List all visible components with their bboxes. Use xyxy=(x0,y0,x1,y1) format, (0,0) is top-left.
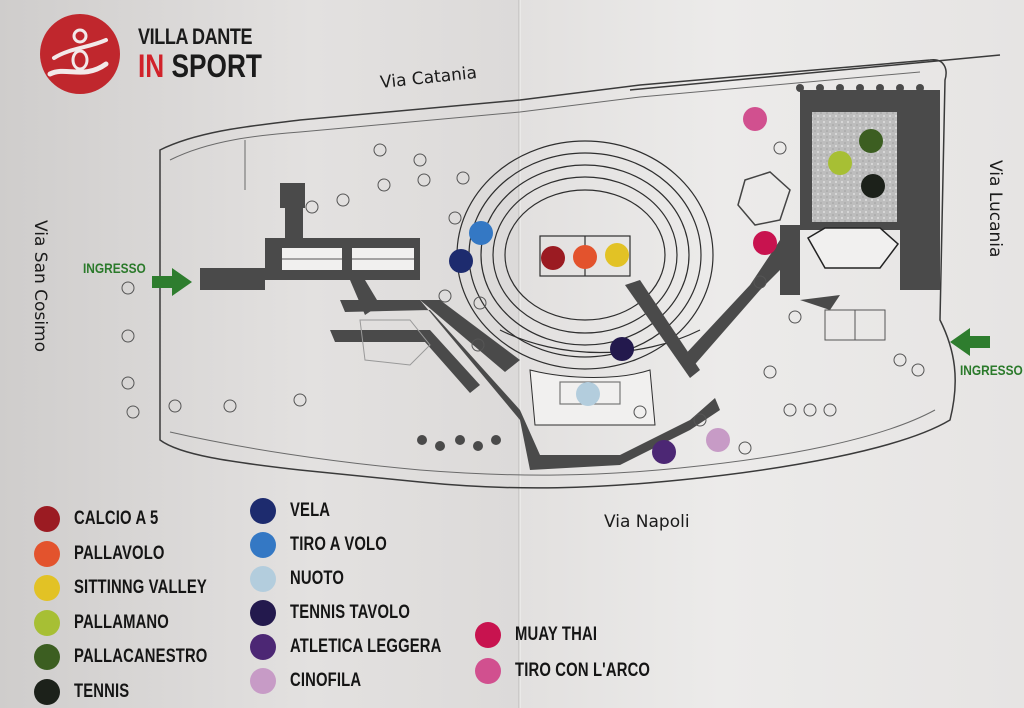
legend-label: TIRO CON L'ARCO xyxy=(515,660,651,681)
paper-fold xyxy=(518,0,521,708)
map-marker xyxy=(828,151,852,175)
legend-color-dot xyxy=(34,540,60,567)
map-marker xyxy=(573,245,597,269)
legend-label: CALCIO A 5 xyxy=(74,508,159,529)
brand-logo: VILLA DANTE IN SPORT xyxy=(40,14,289,94)
legend-label: SITTINNG VALLEY xyxy=(74,577,207,598)
map-marker xyxy=(469,221,493,245)
brand-name-sport: SPORT xyxy=(171,48,262,84)
legend-item: PALLAMANO xyxy=(34,609,196,636)
map-marker xyxy=(449,249,473,273)
map-marker xyxy=(859,129,883,153)
legend-color-dot xyxy=(475,622,501,648)
street-label-west: Via San Cosimo xyxy=(30,220,50,352)
map-marker xyxy=(541,246,565,270)
legend-color-dot xyxy=(250,532,276,558)
legend-label: PALLAMANO xyxy=(74,611,169,633)
legend-item: PALLACANESTRO xyxy=(34,644,245,670)
legend-color-dot xyxy=(250,566,276,592)
map-marker xyxy=(743,107,767,131)
legend-item: TIRO A VOLO xyxy=(250,532,414,558)
legend-color-dot xyxy=(250,600,276,626)
map-marker xyxy=(610,337,634,361)
map-marker xyxy=(605,243,629,267)
arrow-right-icon xyxy=(152,268,192,296)
legend-item: NUOTO xyxy=(250,566,359,592)
legend-color-dot xyxy=(250,668,276,694)
legend-item: ATLETICA LEGGERA xyxy=(250,634,484,660)
legend-label: VELA xyxy=(290,500,331,521)
legend-color-dot xyxy=(34,575,60,601)
legend-label: TIRO A VOLO xyxy=(290,534,387,555)
legend-label: CINOFILA xyxy=(290,670,362,691)
legend-item: TENNIS xyxy=(34,678,145,705)
street-label-south: Via Napoli xyxy=(604,512,690,532)
map-marker xyxy=(576,382,600,406)
legend-color-dot xyxy=(34,644,60,670)
legend-item: TENNIS TAVOLO xyxy=(250,600,444,626)
legend-item: TIRO CON L'ARCO xyxy=(475,658,688,684)
legend-label: TENNIS TAVOLO xyxy=(290,602,411,623)
brand-accent-in: IN xyxy=(138,48,165,84)
legend-color-dot xyxy=(475,658,501,684)
legend-color-dot xyxy=(34,678,60,705)
legend-item: VELA xyxy=(250,498,341,524)
legend-label: PALLAVOLO xyxy=(74,542,165,564)
map-marker xyxy=(706,428,730,452)
legend-item: SITTINNG VALLEY xyxy=(34,575,244,601)
legend-label: NUOTO xyxy=(290,568,345,589)
legend-item: PALLAVOLO xyxy=(34,540,190,567)
legend-color-dot xyxy=(34,506,60,532)
street-label-east: Via Lucania xyxy=(985,160,1005,258)
entrance-label-east: INGRESSO xyxy=(960,362,1023,378)
runner-swimmer-icon xyxy=(40,14,120,94)
legend-color-dot xyxy=(250,634,276,660)
map-marker xyxy=(861,174,885,198)
map-marker xyxy=(652,440,676,464)
legend-item: MUAY THAI xyxy=(475,622,620,648)
entrance-label-west: INGRESSO xyxy=(83,260,146,276)
map-marker xyxy=(753,231,777,255)
legend-item: CALCIO A 5 xyxy=(34,506,182,532)
arrow-left-icon xyxy=(950,328,990,356)
legend-label: PALLACANESTRO xyxy=(74,646,208,667)
legend-color-dot xyxy=(34,609,60,636)
legend-label: TENNIS xyxy=(74,680,130,702)
brand-name-line1: VILLA DANTE xyxy=(138,24,253,49)
legend-color-dot xyxy=(250,498,276,524)
legend-label: ATLETICA LEGGERA xyxy=(290,636,442,657)
legend-item: CINOFILA xyxy=(250,668,381,694)
legend-label: MUAY THAI xyxy=(515,624,598,645)
